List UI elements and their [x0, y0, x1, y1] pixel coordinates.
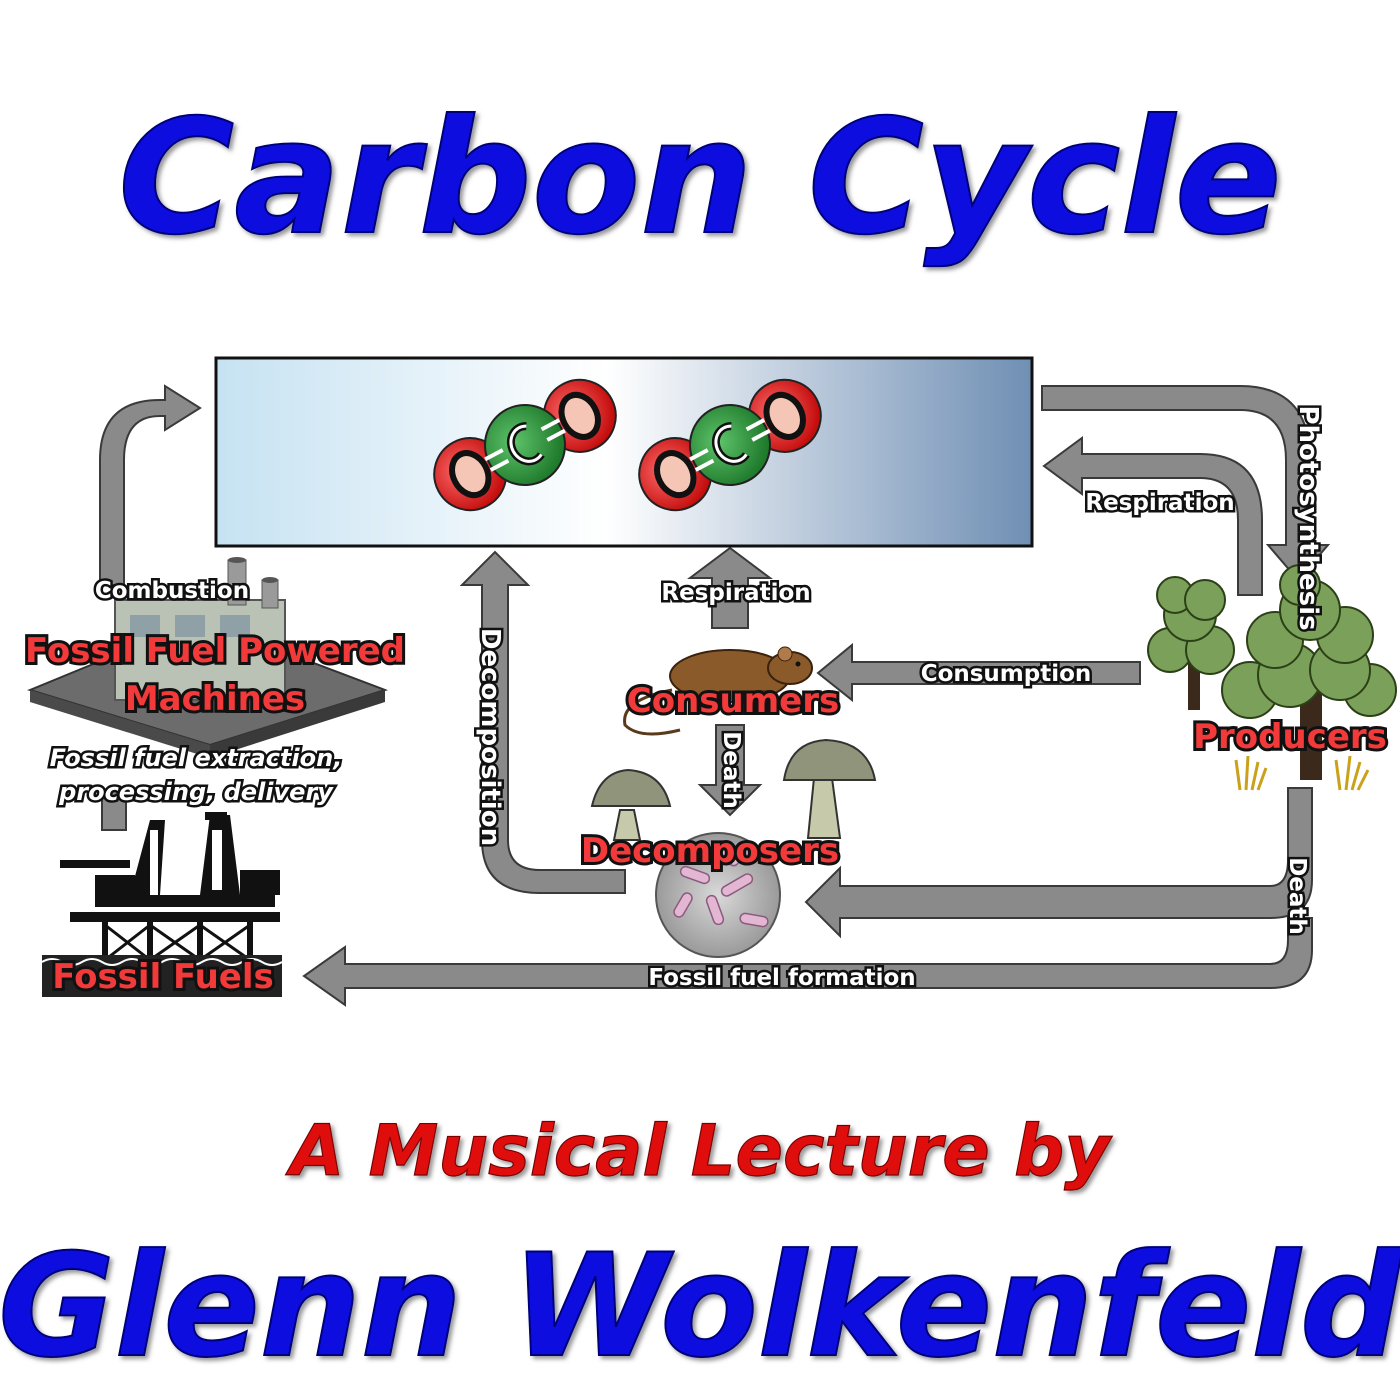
respiration-consumers-label: Respiration: [661, 580, 810, 606]
tree-icon: [1221, 564, 1397, 780]
process-labels: Combustion Fossil fuel extraction, proce…: [47, 403, 1325, 994]
atmosphere: [214, 356, 1034, 548]
tree-icon: [1147, 576, 1235, 710]
fossil-fuels-label: Fossil Fuels: [52, 957, 274, 997]
photosynthesis-arrow: [1041, 385, 1331, 582]
machines-label-line1: Fossil Fuel Powered: [25, 631, 405, 671]
consumers-label: Consumers: [627, 681, 839, 721]
author-name: Glenn Wolkenfeld: [0, 1224, 1400, 1389]
consumption-label: Consumption: [921, 661, 1092, 687]
decomposition-arrow: [459, 550, 626, 894]
co2-molecule-icon: [433, 378, 617, 512]
fossil-formation-label: Fossil fuel formation: [648, 965, 915, 991]
oil-rig-icon: [41, 812, 283, 997]
respiration-consumers-arrow: [687, 546, 773, 629]
decomposers-label: Decomposers: [581, 831, 839, 871]
subtitle: A Musical Lecture by: [285, 1110, 1113, 1192]
combustion-arrow: [99, 384, 202, 586]
extraction-arrow: [101, 789, 127, 831]
extraction-label-line1: Fossil fuel extraction,: [50, 744, 343, 772]
co2-molecule-icon: [638, 378, 822, 512]
photosynthesis-label: Photosynthesis: [1293, 405, 1323, 630]
extraction-label-line2: processing, delivery: [58, 778, 334, 806]
rat-icon: [623, 646, 813, 736]
bacteria-icon: [655, 832, 781, 958]
death-producers-arrow: [804, 787, 1313, 939]
consumption-arrow: [816, 642, 1141, 703]
mushroom-icon: [590, 768, 672, 841]
death-consumers-arrow: [697, 724, 763, 817]
death-producers-label: Death: [1284, 857, 1310, 935]
grass-icon: [1234, 755, 1370, 791]
cycle-arrows: [99, 384, 1331, 1007]
node-labels: Fossil Fuel Powered Machines Consumers P…: [22, 628, 1390, 1000]
atmosphere-box: [214, 356, 1034, 548]
respiration-producers-label: Respiration: [1085, 490, 1234, 516]
fossil-formation-arrow: [302, 917, 1313, 1007]
producers-label: Producers: [1193, 717, 1387, 757]
death-consumers-label: Death: [718, 731, 744, 809]
machines-label-line2: Machines: [125, 679, 305, 719]
combustion-label: Combustion: [95, 578, 249, 604]
decomposition-label: Decomposition: [475, 628, 505, 846]
respiration-producers-arrow: [1042, 436, 1263, 596]
page-title: Carbon Cycle: [118, 86, 1282, 270]
factory-icon: [27, 557, 389, 758]
mushroom-icon: [782, 738, 877, 839]
